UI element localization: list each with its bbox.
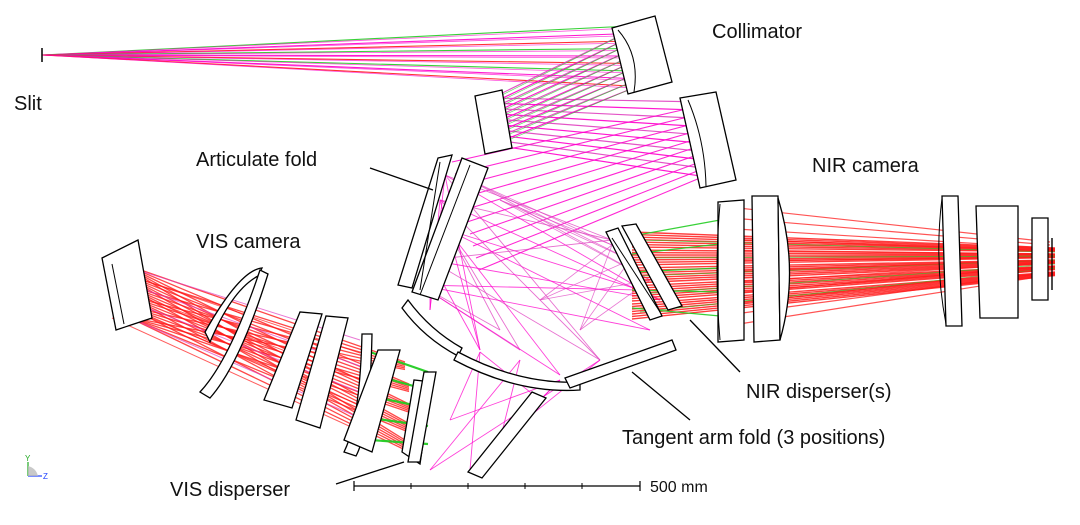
ray (469, 179, 613, 246)
ray (491, 81, 633, 142)
label-tangent-arm-fold: Tangent arm fold (3 positions) (622, 427, 885, 449)
ray (491, 29, 633, 101)
ray (429, 259, 601, 361)
ray (41, 35, 633, 56)
label-vis-disperser: VIS disperser (170, 479, 290, 501)
collimator-mirror (611, 15, 673, 95)
axis-z-label: Z (43, 472, 48, 481)
ray (539, 244, 613, 301)
vis-disperser (407, 371, 437, 463)
ray (429, 259, 661, 301)
ray (447, 229, 561, 376)
ray (41, 42, 633, 56)
ray (491, 49, 633, 116)
ray (491, 42, 633, 111)
ray (491, 55, 633, 122)
label-articulate-fold: Articulate fold (196, 149, 317, 171)
ray (539, 259, 631, 301)
articulate-fold-mirror (397, 154, 489, 301)
nir-camera-lenses (716, 195, 1053, 343)
nir-dispersers (605, 223, 683, 321)
vis-fold-mirror (466, 391, 548, 479)
ray (491, 88, 633, 148)
ray (454, 113, 701, 175)
ray (499, 199, 613, 246)
ray (491, 62, 633, 127)
ray (41, 27, 633, 56)
ray (579, 244, 613, 331)
scale-bar-label: 500 mm (650, 479, 708, 496)
ray (460, 129, 701, 199)
ray (41, 54, 633, 81)
collimator-fold-mirror-left (474, 89, 513, 155)
ray (499, 359, 521, 441)
ray (491, 36, 633, 106)
ray (41, 50, 633, 56)
ray (447, 229, 641, 291)
ray (499, 199, 631, 261)
ray (41, 54, 633, 74)
ray (444, 174, 661, 301)
collimator-mirror-right (679, 91, 737, 189)
label-nir-camera: NIR camera (812, 155, 920, 177)
ray (419, 284, 641, 291)
ray (491, 75, 633, 137)
ray (121, 283, 406, 366)
ray (631, 219, 721, 237)
axis-triad-icon: Y Z (25, 454, 48, 481)
ray (469, 179, 651, 281)
ray (469, 179, 631, 261)
ray (41, 54, 633, 59)
ray (419, 284, 651, 331)
label-collimator: Collimator (712, 21, 802, 43)
ray (123, 294, 406, 368)
ray (419, 284, 561, 376)
scale-bar: 500 mm (353, 479, 708, 496)
leader-nir-dispersers (689, 319, 741, 373)
ray (491, 68, 633, 132)
ray (41, 54, 633, 66)
ray (111, 261, 361, 341)
ray (41, 54, 633, 89)
ray-bundle-slit-to-collimator (41, 25, 633, 89)
ray (447, 229, 651, 331)
ray (127, 316, 406, 371)
leader-vis-disperser (335, 461, 405, 485)
ray (478, 177, 701, 271)
ray (457, 121, 701, 187)
label-nir-dispersers: NIR disperser(s) (746, 381, 892, 403)
leader-articulate-fold (369, 167, 434, 191)
ray (491, 29, 706, 103)
label-slit: Slit (14, 93, 42, 115)
ray (475, 169, 701, 259)
ray (439, 199, 601, 361)
axis-y-label: Y (25, 454, 31, 463)
tangent-arm-fold-mirrors (401, 298, 677, 392)
ray (439, 199, 661, 301)
ray (466, 145, 701, 223)
ray (125, 305, 406, 369)
ray (579, 259, 631, 331)
leader-tangent-arm-fold (631, 371, 691, 421)
label-vis-camera: VIS camera (196, 231, 301, 253)
ray (469, 153, 701, 235)
